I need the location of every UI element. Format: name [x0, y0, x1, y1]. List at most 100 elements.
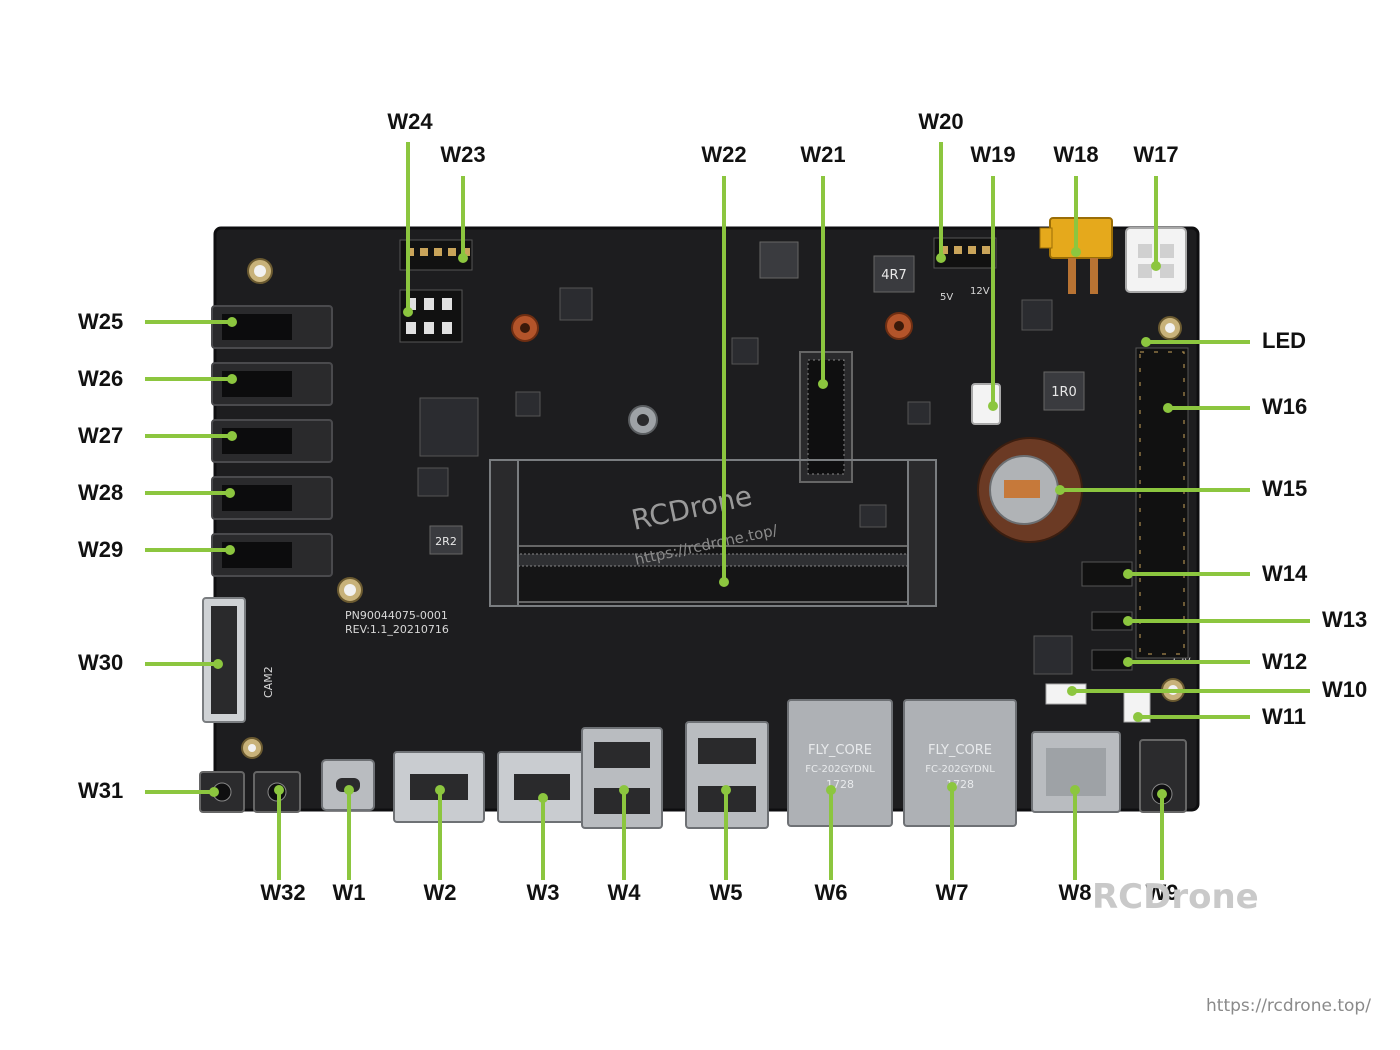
callout-label-w18: W18: [1053, 142, 1099, 167]
chip: [907, 401, 931, 425]
header-w24-w23: [399, 239, 473, 343]
cam-label: CAM2: [262, 666, 275, 698]
leader-dot-w27: [227, 431, 237, 441]
chip: [559, 287, 593, 321]
leader-dot-w19: [988, 401, 998, 411]
callout-label-w12: W12: [1262, 649, 1308, 674]
inductor-1r0-label: 1R0: [1051, 385, 1077, 400]
leader-dot-w14: [1123, 569, 1133, 579]
chip: [417, 467, 449, 497]
coin-cell-holder: [977, 437, 1083, 543]
leader-dot-w12: [1123, 657, 1133, 667]
callout-label-w29: W29: [78, 537, 124, 562]
ethernet-port-2: FLY_CORE FC-202GYDNL 1728: [903, 699, 1017, 827]
m2-slot: [799, 351, 853, 483]
callout-label-w19: W19: [970, 142, 1016, 167]
rj45-model-right: FC-202GYDNL: [925, 764, 995, 775]
chip: [731, 337, 759, 365]
inductor-4r7-label: 4R7: [881, 268, 907, 283]
callout-label-w24: W24: [387, 109, 433, 134]
left-connectors: [211, 305, 333, 577]
leader-dot-w28: [225, 488, 235, 498]
leader-dot-w32: [274, 785, 284, 795]
callout-label-w15: W15: [1262, 476, 1308, 501]
xt30-power-connector: [1039, 217, 1113, 294]
leader-dot-w13: [1123, 616, 1133, 626]
footer-url: https://rcdrone.top/: [1206, 996, 1371, 1016]
leader-dot-w24: [403, 307, 413, 317]
callout-label-w9: W9: [1145, 880, 1179, 905]
usb-port-1: [581, 727, 663, 829]
leader-dot-w8: [1070, 785, 1080, 795]
callout-label-w16: W16: [1262, 394, 1308, 419]
leader-dot-w15: [1055, 485, 1065, 495]
callout-label-w27: W27: [78, 423, 124, 448]
callout-label-w20: W20: [918, 109, 964, 134]
leader-dot-w1: [344, 785, 354, 795]
leader-dot-w23: [458, 253, 468, 263]
callout-label-w7: W7: [935, 880, 969, 905]
callout-label-w6: W6: [814, 880, 848, 905]
leader-dot-w3: [538, 793, 548, 803]
watermark: RCDrone: [1092, 877, 1259, 917]
callout-label-w3: W3: [526, 880, 560, 905]
chip: [1033, 635, 1073, 675]
leader-dot-w10: [1067, 686, 1077, 696]
leader-dot-w21: [818, 379, 828, 389]
chip: [515, 391, 541, 417]
inductor-2r2-label: 2R2: [435, 535, 457, 548]
callout-label-w31: W31: [78, 778, 124, 803]
callout-label-w11: W11: [1262, 704, 1307, 729]
callout-label-w13: W13: [1322, 607, 1368, 632]
callout-label-w32: W32: [260, 880, 306, 905]
inductor-2r2: [429, 525, 463, 555]
leader-lines: [145, 142, 1310, 880]
silk-12v: 12V: [970, 286, 990, 297]
leader-dot-w31: [209, 787, 219, 797]
leader-dot-w20: [936, 253, 946, 263]
callout-label-w23: W23: [440, 142, 486, 167]
leader-dot-w26: [227, 374, 237, 384]
leader-dot-w5: [721, 785, 731, 795]
callout-label-led: LED: [1262, 328, 1306, 353]
sodimm-slot: [489, 459, 937, 607]
leader-dot-w29: [225, 545, 235, 555]
callout-label-w30: W30: [78, 650, 124, 675]
rj45-brand-left: FLY_CORE: [808, 743, 872, 758]
gpio-header: [1135, 347, 1189, 659]
callout-label-w17: W17: [1133, 142, 1179, 167]
leader-dot-w11: [1133, 712, 1143, 722]
callout-label-w1: W1: [332, 880, 366, 905]
leader-dot-w22: [719, 577, 729, 587]
callout-label-w22: W22: [701, 142, 747, 167]
inductor-4r7: [873, 255, 915, 293]
callout-label-w21: W21: [800, 142, 846, 167]
hdmi-port-2: [497, 751, 587, 823]
leader-dot-w9: [1157, 789, 1167, 799]
callout-label-w5: W5: [709, 880, 743, 905]
callout-label-w14: W14: [1262, 561, 1308, 586]
inductor-1r0: [1043, 371, 1085, 411]
ethernet-port-1: FLY_CORE FC-202GYDNL 1728: [787, 699, 893, 827]
rj45-brand-right: FLY_CORE: [928, 743, 992, 758]
leader-dot-w7: [947, 782, 957, 792]
inductor-top: [759, 241, 799, 279]
callout-label-w26: W26: [78, 366, 124, 391]
audio-jack-w31: [199, 771, 245, 813]
callout-label-w8: W8: [1058, 880, 1092, 905]
leader-dot-w17: [1151, 261, 1161, 271]
chip: [1021, 299, 1053, 331]
leader-dot-w18: [1071, 247, 1081, 257]
leader-dot-w2: [435, 785, 445, 795]
callout-label-w25: W25: [78, 309, 124, 334]
header-w20: [933, 237, 997, 269]
chip: [859, 504, 887, 528]
chip: [419, 397, 479, 457]
pcb-board: 2R2 4R7 1R0 5V 12V 5V 3.3V: [199, 217, 1200, 829]
callout-label-w2: W2: [423, 880, 457, 905]
leader-dot-led: [1141, 337, 1151, 347]
leader-dot-w30: [213, 659, 223, 669]
callout-label-w4: W4: [607, 880, 641, 905]
leader-dot-w25: [227, 317, 237, 327]
